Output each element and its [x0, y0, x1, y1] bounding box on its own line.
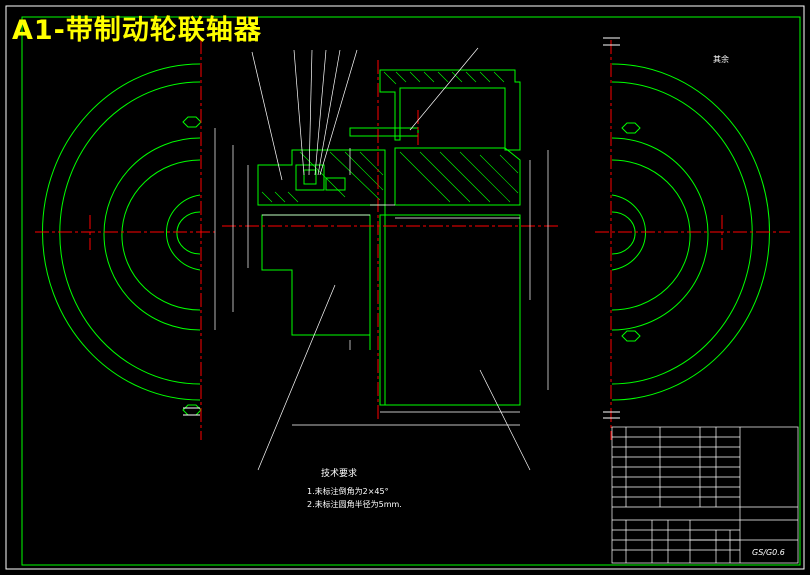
left-centerlines — [35, 40, 215, 440]
surface-finish-note: 其余 — [713, 55, 729, 64]
dimension-lines — [214, 128, 549, 426]
technical-requirement-1: 1.未标注倒角为2×45° — [307, 487, 389, 496]
main-section-view — [257, 69, 521, 406]
technical-requirements-heading: 技术要求 — [321, 469, 358, 479]
drawing-title: A1-带制动轮联轴器 — [12, 15, 262, 46]
drawing-number: GS/G0.6 — [752, 548, 785, 557]
hatching — [261, 71, 519, 203]
inner-border — [21, 16, 801, 566]
right-centerlines — [595, 40, 790, 440]
technical-requirement-2: 2.未标注圆角半径为5mm. — [307, 500, 402, 509]
right-center-marks — [183, 37, 620, 419]
leader-lines — [251, 47, 531, 471]
outer-border — [5, 5, 805, 570]
left-side-view — [42, 63, 202, 416]
title-block — [611, 426, 799, 564]
main-centerlines — [222, 60, 560, 420]
